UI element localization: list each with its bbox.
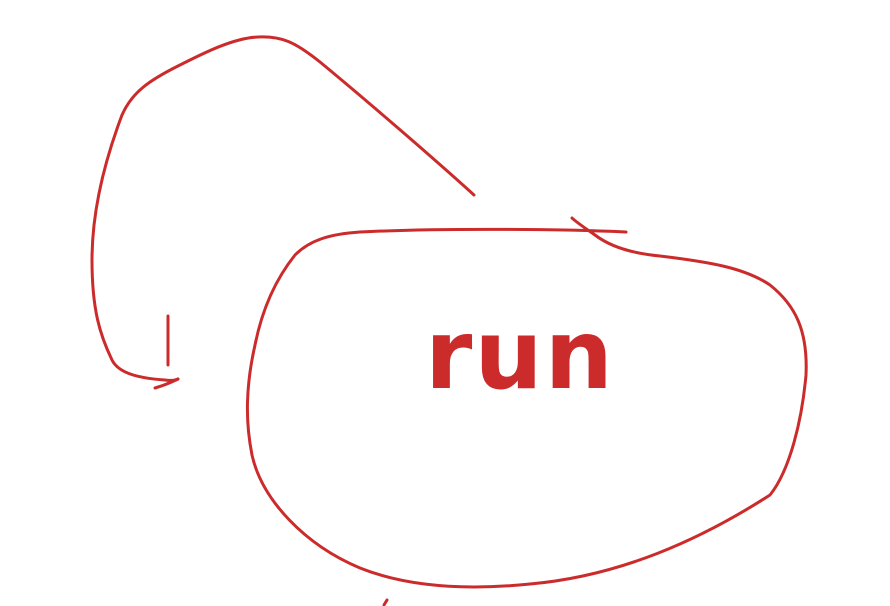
- diagram-word: run: [424, 299, 616, 411]
- loop-arrow-head: [153, 314, 180, 390]
- bottom-tick: [382, 598, 389, 606]
- loop-arrow-curve: [90, 35, 476, 382]
- ellipse-outline: [245, 216, 808, 589]
